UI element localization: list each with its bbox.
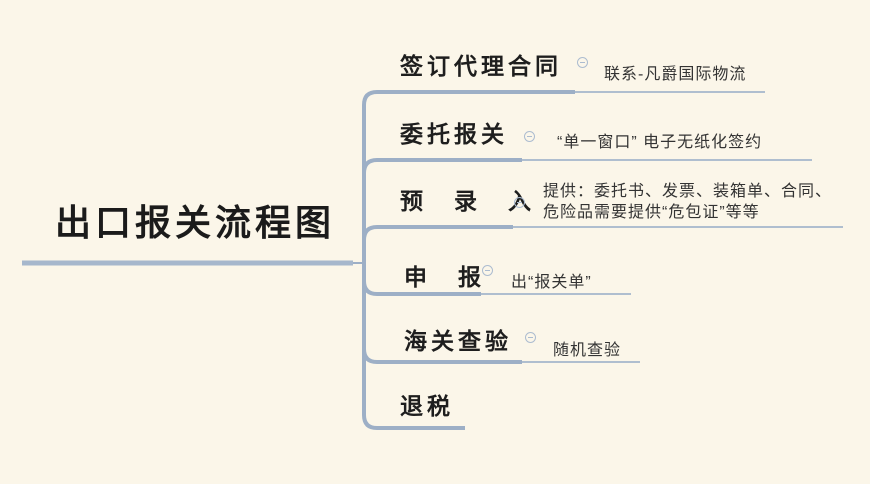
branch-curve-3 <box>362 225 390 263</box>
branch-4-underline <box>388 292 481 296</box>
minus-glyph <box>528 336 533 339</box>
collapse-minus-icon[interactable] <box>577 57 588 68</box>
minus-glyph <box>580 61 585 64</box>
collapse-minus-icon[interactable] <box>525 332 536 343</box>
branch-3-note[interactable]: 提供：委托书、发票、装箱单、合同、 危险品需要提供“危包证”等等 <box>543 183 833 221</box>
branch-5-underline <box>388 360 522 364</box>
collapse-minus-icon[interactable] <box>524 131 535 142</box>
minus-glyph <box>485 269 490 272</box>
minus-glyph <box>527 135 532 138</box>
branch-6-label[interactable]: 退税 <box>400 393 454 419</box>
branch-4-note-underline <box>481 293 631 295</box>
branch-2-underline <box>388 158 522 162</box>
branch-3-underline <box>388 225 513 229</box>
branch-1-label[interactable]: 签订代理合同 <box>400 53 562 79</box>
collapse-minus-icon[interactable] <box>514 197 525 208</box>
root-node-label[interactable]: 出口报关流程图 <box>55 202 336 243</box>
branch-6-underline <box>388 426 465 430</box>
branch-curve-2 <box>362 158 390 263</box>
minus-glyph <box>517 201 522 204</box>
branch-4-label[interactable]: 申 报 <box>404 264 485 290</box>
branch-curve-1 <box>362 90 390 263</box>
branch-4-note[interactable]: 出“报关单” <box>511 274 592 291</box>
branch-1-note-underline <box>575 91 765 93</box>
branch-1-underline <box>388 90 575 94</box>
branch-5-note[interactable]: 随机查验 <box>553 342 622 359</box>
branch-1-note[interactable]: 联系-凡爵国际物流 <box>604 66 747 83</box>
branch-2-label[interactable]: 委托报关 <box>400 121 508 147</box>
branch-3-label[interactable]: 预 录 入 <box>400 188 535 214</box>
branch-curve-4 <box>362 263 390 296</box>
branch-3-note-underline <box>513 226 843 228</box>
branch-2-note[interactable]: “单一窗口” 电子无纸化签约 <box>557 134 763 151</box>
branch-5-label[interactable]: 海关查验 <box>404 328 512 354</box>
branch-curve-5 <box>362 263 390 364</box>
branch-curve-6 <box>362 263 390 430</box>
collapse-minus-icon[interactable] <box>482 265 493 276</box>
branch-2-note-underline <box>522 159 812 161</box>
branch-5-note-underline <box>522 361 640 363</box>
